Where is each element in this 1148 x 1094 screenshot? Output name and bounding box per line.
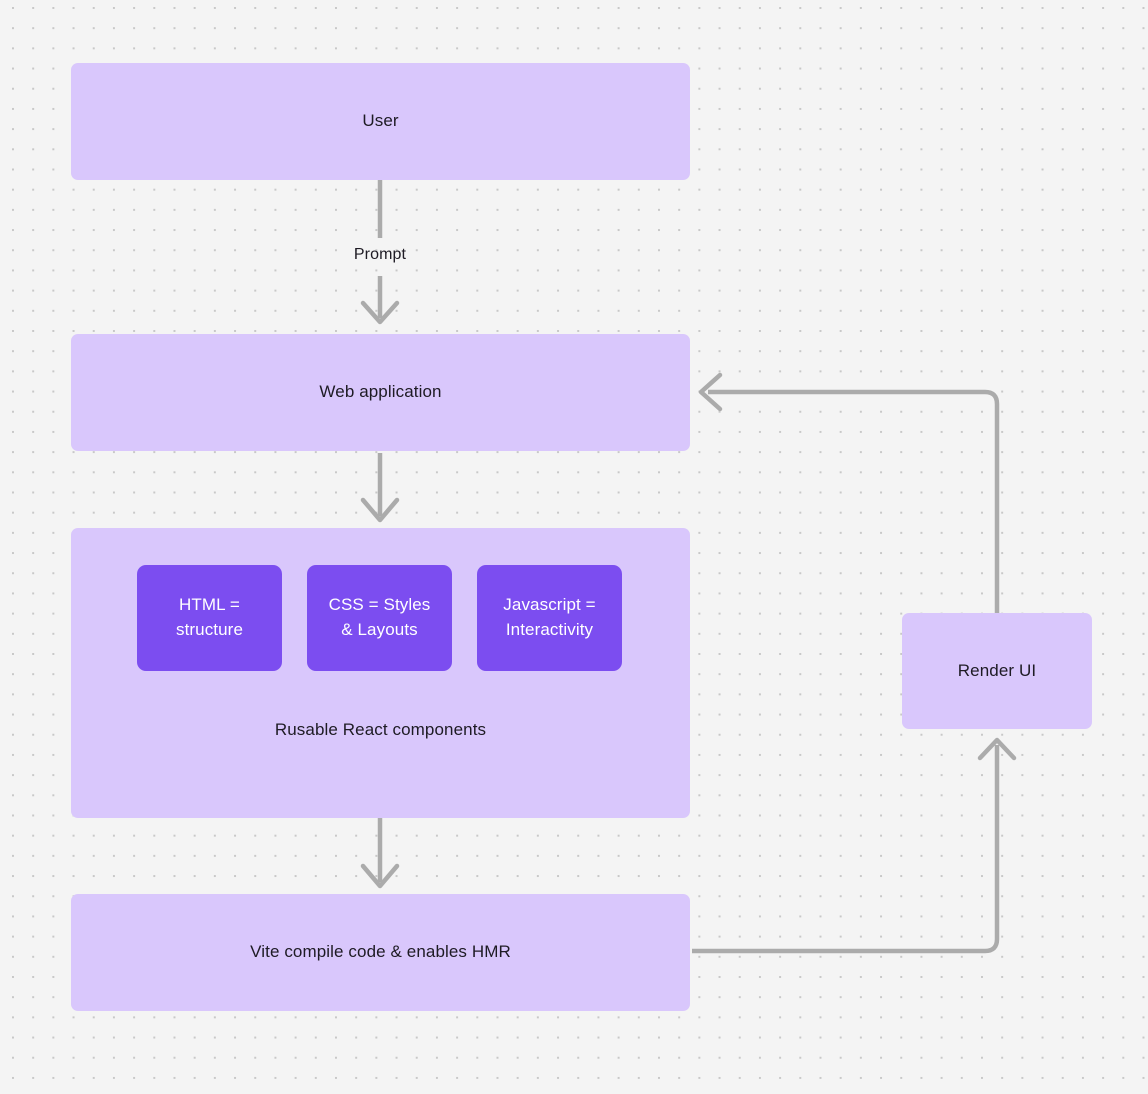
chip-html-line1: HTML = <box>179 595 240 615</box>
node-render-ui-label: Render UI <box>957 660 1037 680</box>
node-user-label: User <box>362 111 399 131</box>
edge-vite-to-render <box>692 745 1000 954</box>
node-vite-label: Vite compile code & enables HMR <box>250 942 511 962</box>
node-user[interactable]: User <box>71 63 690 180</box>
components-group-caption-text: Rusable React components <box>274 720 487 739</box>
edge-label-prompt-text: Prompt <box>353 246 407 263</box>
chip-html[interactable]: HTML = structure <box>137 565 282 671</box>
edge-web-to-components-arrowhead <box>360 497 400 523</box>
edge-label-prompt: Prompt <box>330 246 430 264</box>
edge-vite-to-render-arrowhead <box>977 737 1017 761</box>
edge-render-to-web-arrowhead <box>698 372 723 412</box>
chip-javascript[interactable]: Javascript = Interactivity <box>477 565 622 671</box>
components-group-caption: Rusable React components <box>71 720 690 740</box>
chip-javascript-line1: Javascript = <box>503 595 596 615</box>
chip-javascript-line2: Interactivity <box>505 620 594 639</box>
node-web-application[interactable]: Web application <box>71 334 690 451</box>
chip-css-line2: & Layouts <box>341 620 418 639</box>
chip-css-line1: CSS = Styles <box>328 595 431 615</box>
edge-components-to-vite-arrowhead <box>360 863 400 889</box>
node-render-ui[interactable]: Render UI <box>902 613 1092 729</box>
node-web-application-label: Web application <box>319 382 442 402</box>
edge-user-to-web-arrowhead <box>360 300 400 325</box>
node-vite[interactable]: Vite compile code & enables HMR <box>71 894 690 1011</box>
chip-html-line2: structure <box>175 620 244 639</box>
chip-css[interactable]: CSS = Styles & Layouts <box>307 565 452 671</box>
edge-render-to-web <box>708 389 1000 613</box>
